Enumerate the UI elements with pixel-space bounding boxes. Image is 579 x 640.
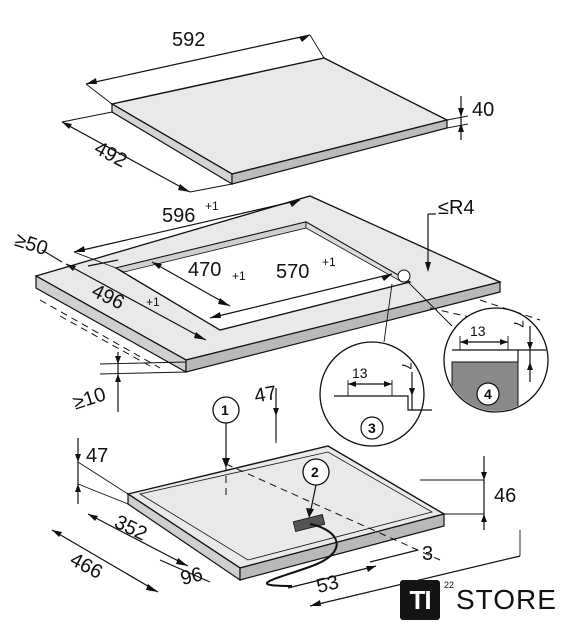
svg-text:96: 96 [178,563,205,590]
svg-text:13: 13 [352,365,368,381]
svg-text:13: 13 [470,323,486,339]
svg-text:596: 596 [162,205,195,227]
logo-mark-text: TI [409,584,431,615]
cabinet-dashes [39,299,541,369]
dimension-47-left: 47 [75,438,129,505]
svg-text:+1: +1 [322,255,336,269]
svg-text:592: 592 [172,29,205,51]
svg-text:7: 7 [399,362,415,370]
detail-3: 13 7 3 [319,283,432,447]
dimension-3: 3 [369,543,433,565]
dimension-592: 592 [85,29,325,105]
svg-text:53: 53 [314,571,341,598]
svg-text:2: 2 [311,464,319,480]
marker-1: 1 [212,396,240,500]
radius-callout: ≤R4 [425,197,475,272]
svg-text:570: 570 [276,261,309,283]
svg-text:≥50: ≥50 [12,229,50,260]
logo-text: STORE [456,584,557,615]
svg-text:+1: +1 [146,295,160,309]
svg-text:3: 3 [422,543,433,565]
svg-text:+1: +1 [205,199,219,213]
svg-text:492: 492 [91,137,131,172]
dimension-46: 46 [420,456,516,530]
svg-text:+1: +1 [232,269,246,283]
logo-superscript: 22 [444,580,455,590]
svg-text:1: 1 [221,402,229,418]
marker-2: 2 [302,458,330,518]
svg-text:4: 4 [484,386,492,402]
bottom-hob [126,445,446,587]
svg-text:3: 3 [368,420,376,436]
svg-text:40: 40 [472,99,494,121]
dimension-596: 596 +1 [73,199,301,269]
svg-text:≤R4: ≤R4 [438,197,475,219]
dimension-492: 492 [61,111,233,193]
worktop [34,195,502,374]
svg-text:47: 47 [86,445,108,467]
svg-text:7: 7 [511,320,527,328]
svg-text:352: 352 [111,511,151,545]
dimension-96: 96 [159,559,211,590]
dimension-40: 40 [446,96,494,140]
svg-text:46: 46 [494,485,516,507]
svg-text:47: 47 [253,382,279,408]
top-hob [110,57,449,186]
svg-text:470: 470 [188,259,221,281]
dimension-47-top: 47 [253,382,279,440]
svg-text:≥10: ≥10 [70,383,108,414]
store-logo: TI 22 STORE [400,580,568,620]
detail-4: 13 7 4 [407,281,549,413]
logo-mark: TI [400,580,440,620]
svg-text:466: 466 [66,549,106,584]
dimension-470: 470 +1 [151,259,246,307]
dimension-53: 53 [287,565,377,598]
dimension-570: 570 +1 [209,255,393,319]
